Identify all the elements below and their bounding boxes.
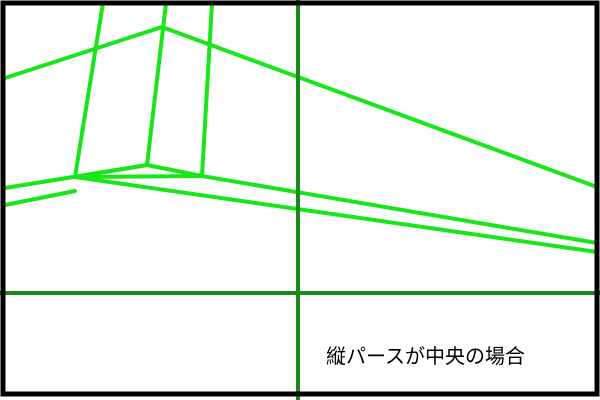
base-line-right-upper xyxy=(200,174,599,245)
box-top-left-edge xyxy=(3,25,164,80)
perspective-lines xyxy=(3,1,599,254)
base-line-left-lower xyxy=(3,189,77,207)
box-top-right-edge xyxy=(160,25,599,189)
base-line-right-lower xyxy=(73,175,599,254)
diagram-caption: 縦パースが中央の場合 xyxy=(326,344,525,368)
box-vertical-left xyxy=(73,1,105,179)
box-vertical-right xyxy=(200,1,214,178)
box-bottom-back xyxy=(73,174,204,179)
box-vertical-center xyxy=(145,1,168,167)
